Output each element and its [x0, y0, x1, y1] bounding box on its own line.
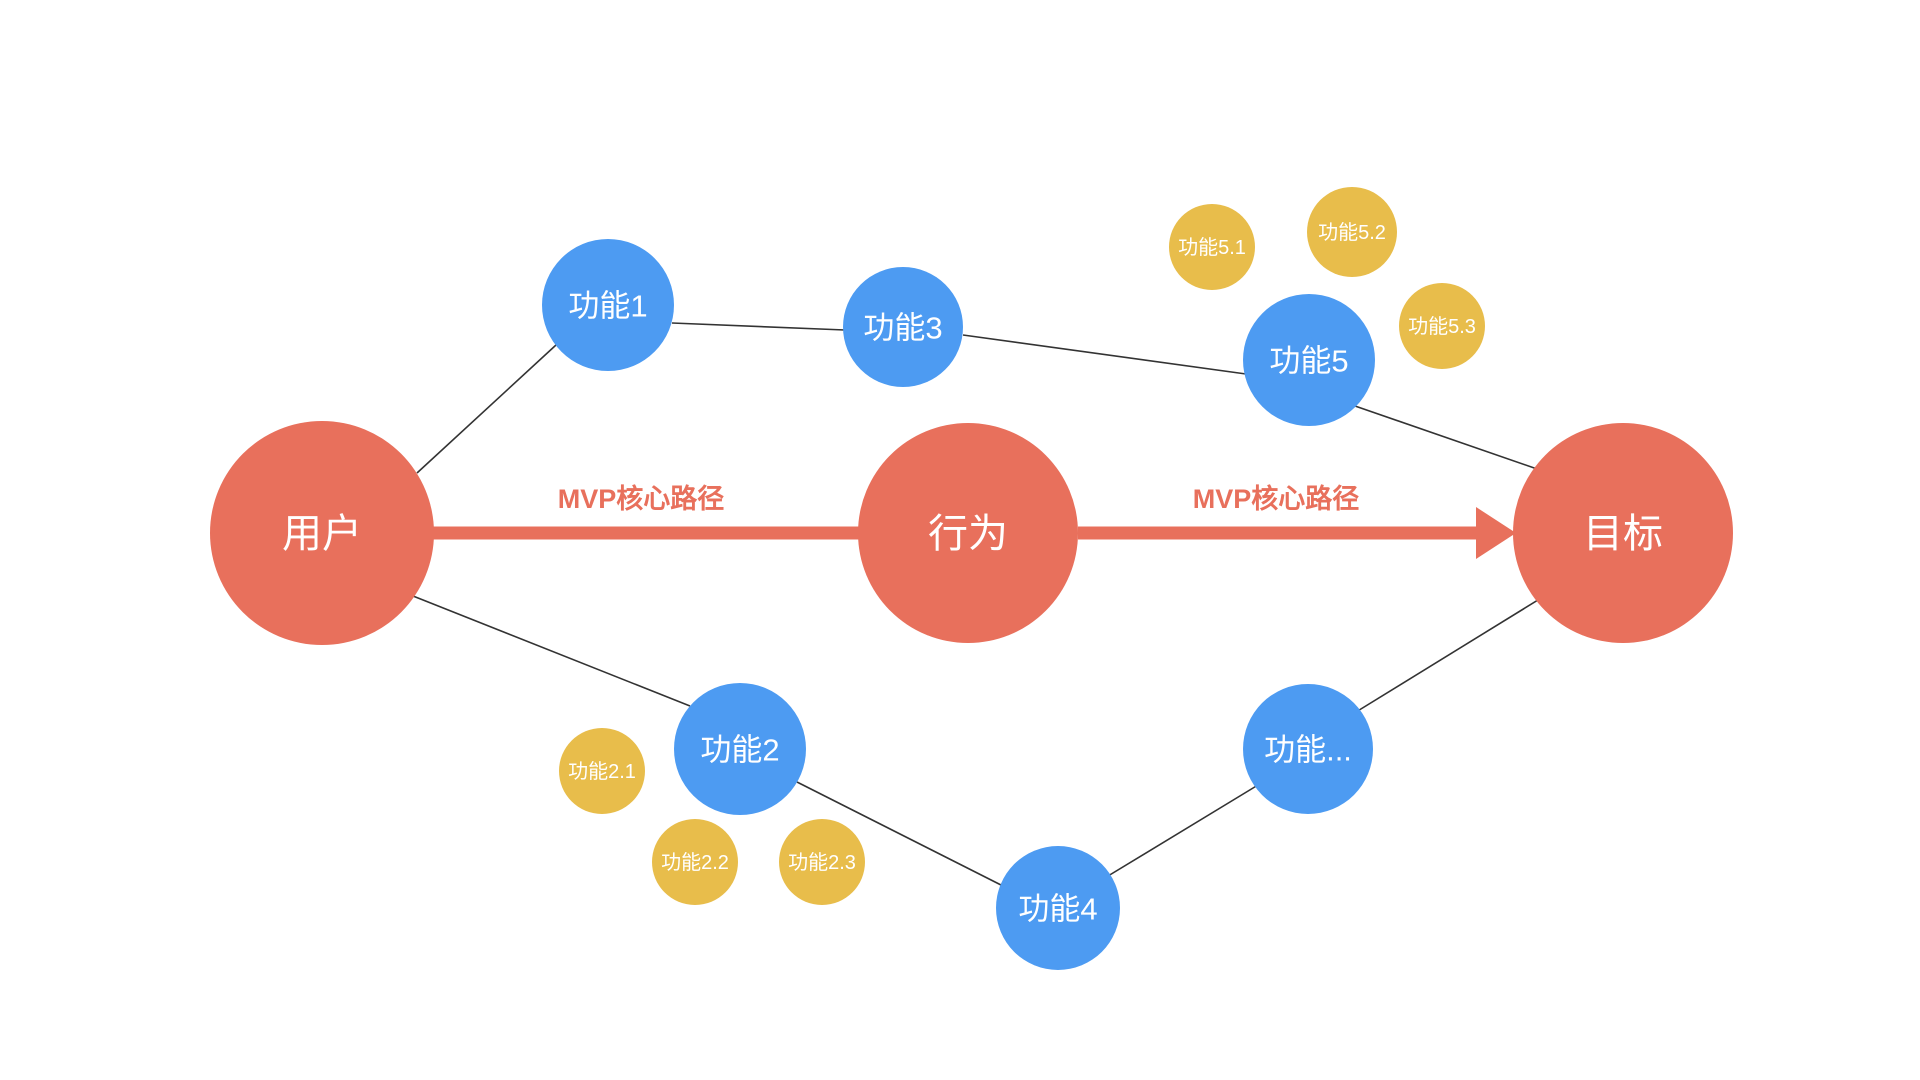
nodes-layer: 用户 行为 目标 功能1 功能3 功能5 功能2 功能4 功能... 功能5.1 功能5.2 功能5.… [210, 187, 1733, 970]
graph-edge [671, 322, 846, 331]
node-label: 功能4 [1018, 892, 1097, 927]
graph-edge [962, 334, 1247, 375]
graph-node-f4[interactable]: 功能4 [996, 846, 1120, 970]
graph-edge [416, 344, 557, 474]
mvp-path-shaft [1078, 526, 1476, 540]
mvp-core-path [420, 526, 862, 540]
graph-node-f51[interactable]: 功能5.1 [1169, 204, 1255, 290]
node-circle[interactable] [542, 239, 674, 371]
node-label: 功能2 [700, 733, 779, 768]
node-circle[interactable] [779, 819, 865, 905]
graph-node-fdots[interactable]: 功能... [1243, 684, 1373, 814]
graph-edge [796, 781, 1002, 886]
node-label: 功能5.3 [1408, 315, 1476, 338]
node-circle[interactable] [1307, 187, 1397, 277]
graph-node-f53[interactable]: 功能5.3 [1399, 283, 1485, 369]
node-label: 功能2.3 [788, 851, 856, 874]
graph-node-f22[interactable]: 功能2.2 [652, 819, 738, 905]
node-label: 功能2.2 [661, 851, 729, 874]
graph-node-f3[interactable]: 功能3 [843, 267, 963, 387]
graph-node-user[interactable]: 用户 [210, 421, 434, 645]
graph-node-f1[interactable]: 功能1 [542, 239, 674, 371]
node-label: 功能5.2 [1318, 221, 1386, 244]
mvp-paths-layer [420, 507, 1516, 559]
node-label: 功能5.1 [1178, 236, 1246, 259]
mvp-path-label: MVP核心路径 [1193, 483, 1360, 514]
node-label: 行为 [928, 512, 1008, 556]
node-circle[interactable] [1243, 294, 1375, 426]
mvp-core-path [1078, 507, 1516, 559]
node-circle[interactable] [843, 267, 963, 387]
edges-layer [412, 322, 1552, 886]
graph-node-goal[interactable]: 目标 [1513, 423, 1733, 643]
node-circle[interactable] [1513, 423, 1733, 643]
node-circle[interactable] [858, 423, 1078, 643]
graph-node-f21[interactable]: 功能2.1 [559, 728, 645, 814]
node-label: 功能... [1264, 733, 1352, 768]
graph-node-f5[interactable]: 功能5 [1243, 294, 1375, 426]
node-circle[interactable] [1399, 283, 1485, 369]
node-circle[interactable] [1169, 204, 1255, 290]
graph-node-action[interactable]: 行为 [858, 423, 1078, 643]
node-label: 功能2.1 [568, 760, 636, 783]
graph-node-f2[interactable]: 功能2 [674, 683, 806, 815]
node-circle[interactable] [674, 683, 806, 815]
node-circle[interactable] [652, 819, 738, 905]
node-label: 目标 [1583, 512, 1663, 556]
graph-node-f23[interactable]: 功能2.3 [779, 819, 865, 905]
node-circle[interactable] [210, 421, 434, 645]
graph-edge [1354, 405, 1541, 471]
graph-edge [1107, 784, 1259, 877]
mvp-path-shaft [420, 526, 862, 540]
node-label: 功能3 [863, 311, 942, 346]
mvp-path-arrowhead-icon [1476, 507, 1516, 559]
mvp-labels-layer: MVP核心路径 MVP核心路径 [558, 483, 1360, 514]
mvp-path-label: MVP核心路径 [558, 483, 725, 514]
node-label: 功能5 [1269, 344, 1348, 379]
node-circle[interactable] [1243, 684, 1373, 814]
node-circle[interactable] [559, 728, 645, 814]
node-label: 用户 [282, 512, 362, 556]
graph-node-f52[interactable]: 功能5.2 [1307, 187, 1397, 277]
node-circle[interactable] [996, 846, 1120, 970]
node-label: 功能1 [568, 289, 647, 324]
graph-edge [1355, 591, 1552, 713]
graph-edge [412, 595, 691, 707]
